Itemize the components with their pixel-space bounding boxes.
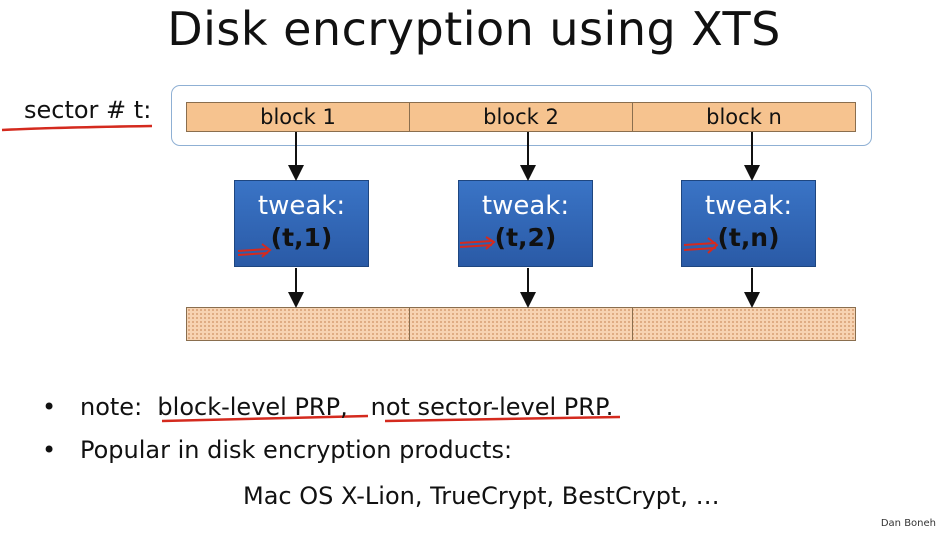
tweak-box-1: tweak: (t,1) [234,180,369,267]
note-end: . [605,393,614,421]
slide-title: Disk encryption using XTS [167,2,781,56]
note-prefix: note: [80,393,143,421]
bullet-dot-2: • [42,436,57,464]
products-list: Mac OS X-Lion, TrueCrypt, BestCrypt, … [243,482,720,510]
ciphertext-blocks-row [186,307,856,341]
red-underline-sector-level [384,415,621,423]
red-underline-sector [1,124,153,132]
author-credit: Dan Boneh [880,518,936,529]
note-block-level: block-level PRP [157,393,341,421]
note-sector-level: not sector-level PRP [370,393,606,421]
red-arrow-tweak2 [459,236,496,250]
block-1: block 1 [187,103,410,131]
red-arrow-tweak1 [237,243,272,258]
tweak-id: (t,1) [270,223,333,252]
bullet-dot-1: • [42,393,57,421]
tweak-label: tweak: [704,191,793,221]
tweak-id: (t,2) [494,223,557,252]
plaintext-blocks-row: block 1 block 2 block n [186,102,856,132]
note-line: note: block-level PRP, not sector-level … [80,393,613,421]
tweak-box-n: tweak: (t,n) [681,180,816,267]
sector-label: sector # t: [24,96,152,124]
tweak-id: (t,n) [717,223,780,252]
red-arrow-tweakn [683,237,719,254]
red-underline-block-level [161,414,369,423]
tweak-label: tweak: [257,191,346,221]
tweak-label: tweak: [481,191,570,221]
note-separator: , [340,393,348,421]
ciphertext-block-2 [410,308,633,340]
block-n: block n [706,105,782,129]
block-2: block 2 [410,103,633,131]
ciphertext-block-1 [187,308,410,340]
popular-line: Popular in disk encryption products: [80,436,513,464]
